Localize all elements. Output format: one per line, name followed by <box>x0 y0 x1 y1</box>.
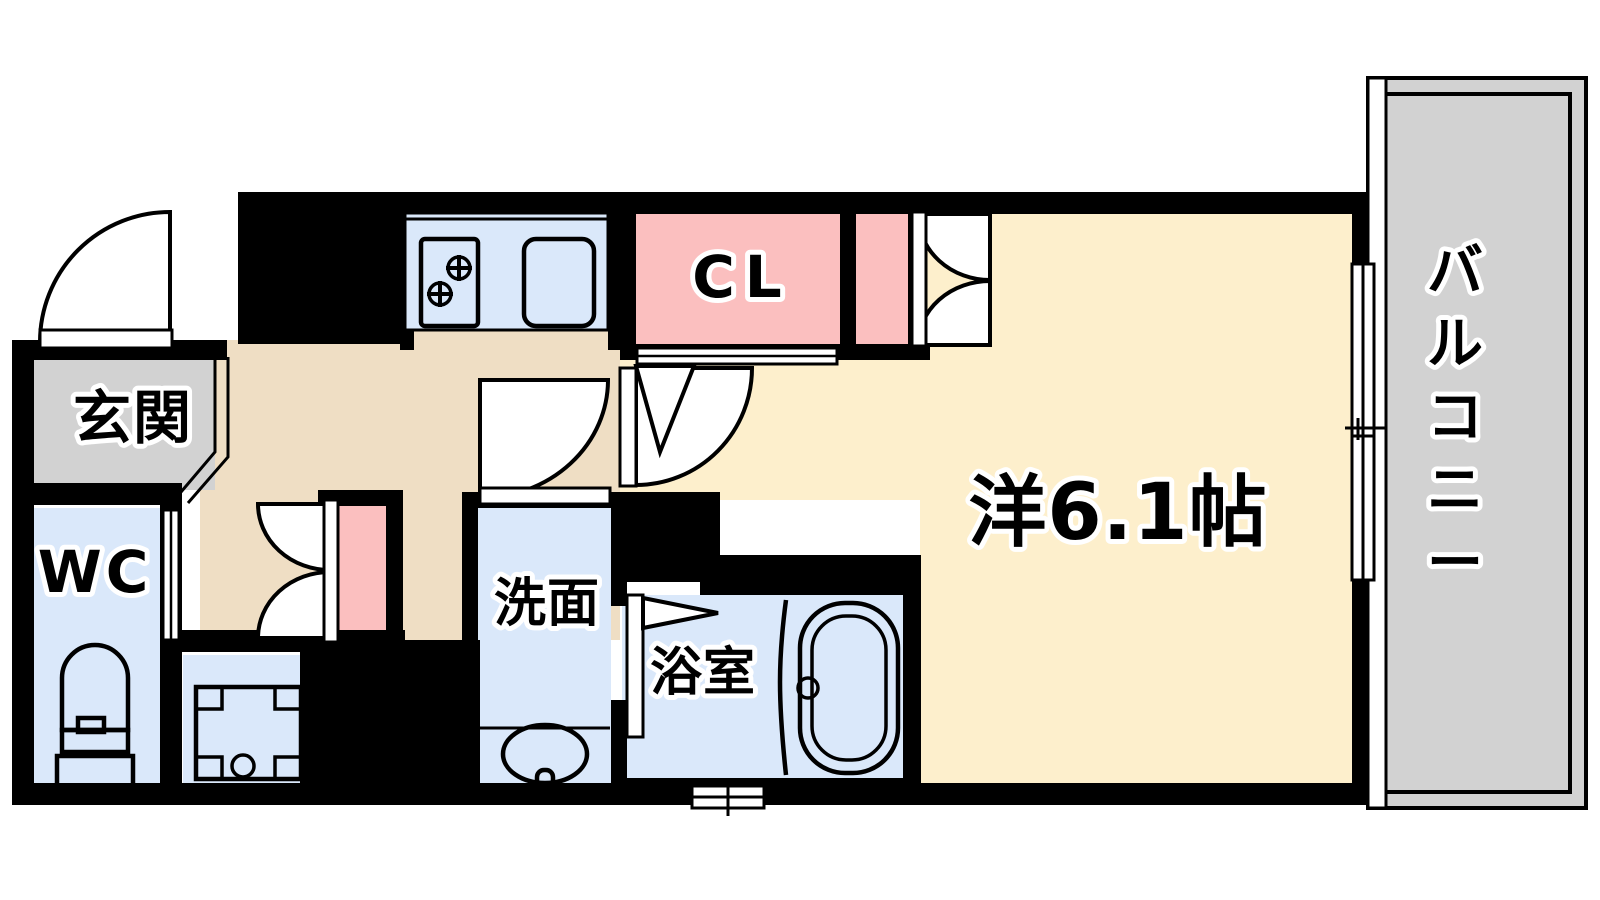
bathtub-apron-curve <box>777 599 789 776</box>
washer-pan-drain-icon <box>230 753 256 779</box>
room-main-room <box>620 200 1370 800</box>
wall-bath-left-seg <box>611 578 627 606</box>
room-entry-door-leaf[interactable] <box>618 366 638 488</box>
hall-room-door-leaf[interactable] <box>478 486 612 506</box>
bathtub <box>777 599 901 776</box>
entrance-step-edge-inner <box>186 357 230 504</box>
entrance-floor-shape <box>30 355 215 495</box>
entrance-step-edge-outer <box>179 357 217 493</box>
wall-bath-top <box>700 555 920 595</box>
entrance-door[interactable] <box>37 209 174 350</box>
wc-sliding-door[interactable] <box>161 508 181 790</box>
room-entry-door-direction-marker <box>633 364 697 459</box>
washer-pan-outline <box>193 684 304 782</box>
wall-room-stub <box>690 492 720 572</box>
room-closet-door-frame <box>910 210 928 348</box>
washer-pan-corner-br <box>273 755 303 781</box>
bathroom-window <box>690 778 766 816</box>
label-balcony-char-0: バ <box>1427 239 1483 304</box>
wall-outer-top <box>400 192 1375 214</box>
label-bathroom: 浴室 <box>650 643 756 703</box>
gas-burner-1 <box>446 255 472 281</box>
label-balcony-char-1: ル <box>1427 312 1483 377</box>
wall-bath-bottom <box>611 778 921 795</box>
cl-sliding-door[interactable] <box>635 346 839 366</box>
label-washroom: 洗面 <box>494 574 600 634</box>
kitchen-sink-basin <box>521 236 597 329</box>
hall-to-room-door[interactable] <box>478 378 612 506</box>
label-main-room: 洋6.1帖 <box>968 468 1267 558</box>
wc-floor-fill <box>30 508 160 793</box>
bathroom-door-direction-marker <box>641 595 719 631</box>
room-closet-narrow-fill <box>852 213 914 348</box>
washer-pan-corner-bl <box>194 755 224 781</box>
wall-hall-closet-right <box>386 490 403 645</box>
bathroom-door-frame <box>625 593 645 739</box>
wall-structural-block <box>238 192 410 344</box>
wall-washroom-right-lower <box>611 700 627 792</box>
wall-center-block <box>300 640 480 795</box>
bathtub-drain <box>796 676 820 700</box>
cl-closet-fill <box>635 213 842 348</box>
toilet-bowl <box>54 642 136 789</box>
kitchen-counter <box>403 211 610 332</box>
wall-bath-right <box>903 555 921 795</box>
vanity-faucet <box>534 767 556 801</box>
toilet-bowl-shape <box>59 642 131 733</box>
wall-kitchen-cl <box>608 205 636 350</box>
balcony-sliding-door[interactable] <box>1345 262 1385 582</box>
label-toilet: WC <box>38 538 153 606</box>
washroom-floor-fill <box>478 502 611 794</box>
vanity-basin <box>480 722 610 801</box>
bathroom-floor-fill <box>622 595 917 793</box>
label-balcony-char-3: ニ <box>1427 458 1483 523</box>
balcony-floor-fill <box>1380 78 1585 808</box>
vanity-basin-bowl <box>500 722 590 786</box>
washer-pan-corner-tl <box>194 685 224 711</box>
bathtub-outer <box>797 600 901 776</box>
washing-machine-pan <box>193 684 304 782</box>
room-closet-doors[interactable] <box>910 210 992 348</box>
label-entrance: 玄関 <box>73 384 193 452</box>
wall-cl-right <box>840 205 856 350</box>
toilet-tank <box>54 753 136 789</box>
washer-area-floor-fill <box>183 655 303 793</box>
hall-closet-doors[interactable] <box>255 498 340 644</box>
bathroom-door[interactable] <box>625 593 719 739</box>
gas-stove <box>418 236 481 329</box>
washer-pan-corner-tr <box>273 685 303 711</box>
label-balcony: バ ル コ ニ ー <box>1422 234 1488 601</box>
gas-burner-2 <box>427 281 453 307</box>
label-closet: CL <box>692 243 792 311</box>
main-room-floor-fill <box>920 200 1370 800</box>
wall-washroom-left <box>462 492 478 792</box>
entrance-door-swing-arc <box>37 209 172 344</box>
label-balcony-char-4: ー <box>1427 531 1483 596</box>
entrance-door-leaf[interactable] <box>38 328 174 350</box>
entrance-step <box>179 357 230 504</box>
kitchen-counter-outline <box>403 211 610 332</box>
toilet-flush-lever <box>75 715 107 735</box>
wall-entrance-bottom <box>12 483 182 505</box>
hall-closet-door-frame <box>322 498 340 644</box>
label-balcony-char-2: コ <box>1427 385 1483 450</box>
bathtub-inner <box>810 614 888 762</box>
wall-outer-left <box>12 340 34 805</box>
hallway-floor-kitchen-strip <box>405 330 620 370</box>
room-entry-door[interactable] <box>618 364 755 488</box>
hall-closet-fill <box>333 500 388 645</box>
gas-stove-body <box>418 236 481 329</box>
